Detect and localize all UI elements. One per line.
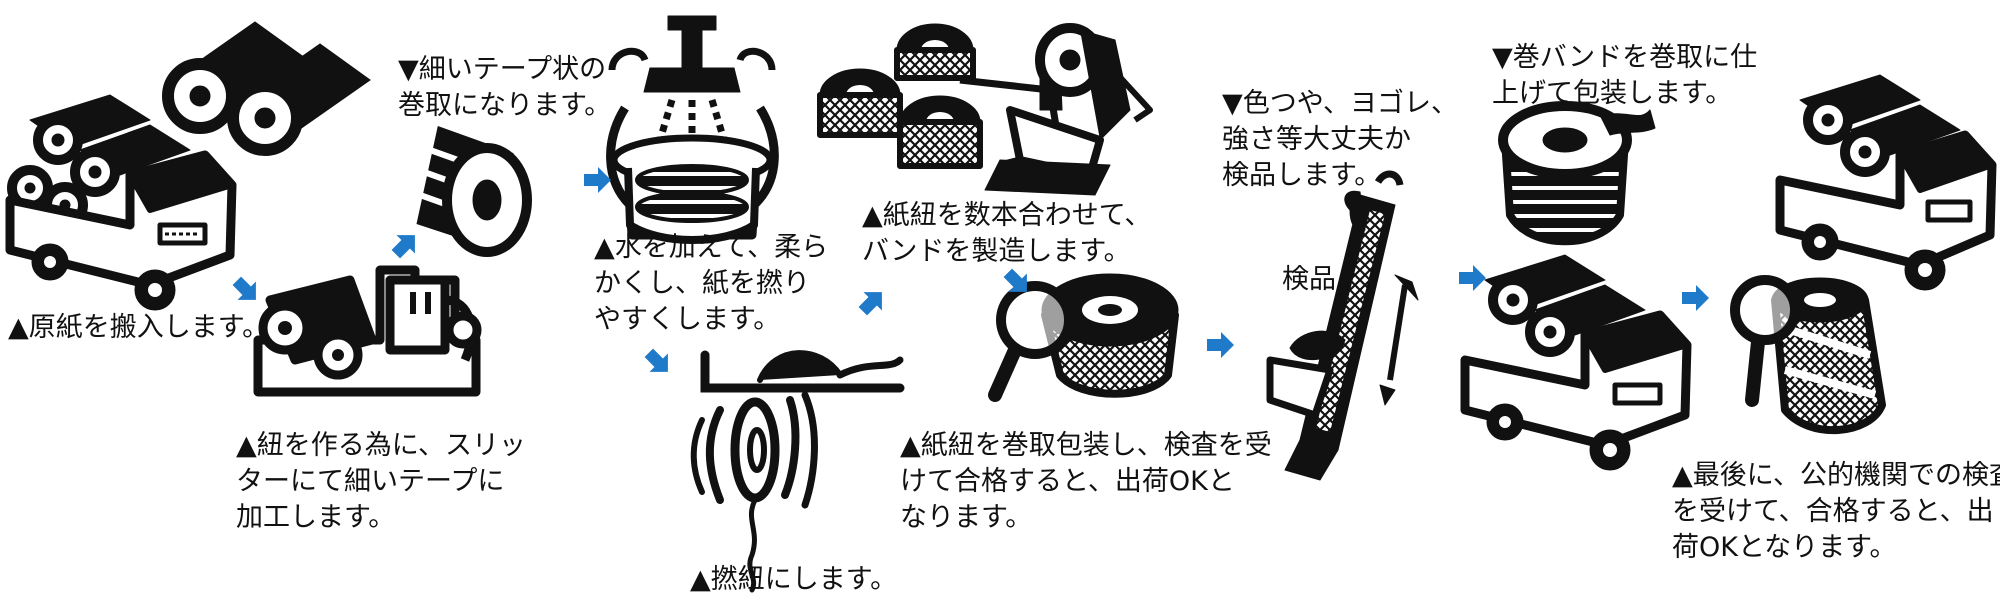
twisting-icon — [690, 350, 905, 593]
caption-band-make: ▲紙紐を数本合わせて、 バンドを製造します。 — [862, 200, 1152, 267]
caption-inspect: ▼色つや、ヨゴレ、 強さ等大丈夫か 検品します。 — [1222, 88, 1458, 191]
flow-arrow-icon — [1459, 265, 1486, 291]
flow-arrow-icon — [232, 276, 256, 300]
flow-arrow-icon — [584, 167, 611, 193]
water-tank-icon — [606, 15, 779, 244]
magnifier-icon — [1730, 275, 1800, 407]
truck-icon — [1460, 254, 1692, 471]
caption-slitter: ▲紐を作る為に、スリッ ターにて細いテープに 加工します。 — [236, 430, 526, 533]
flow-arrow-icon — [1207, 332, 1234, 358]
caption-band-finish: ▼巻バンドを巻取に仕 上げて包装します。 — [1492, 42, 1758, 109]
caption-wind-pack: ▲紙紐を巻取包装し、検査を受 けて合格すると、出荷OKと なります。 — [900, 430, 1272, 533]
flow-arrow-icon — [644, 348, 668, 372]
caption-water: ▲水を加えて、柔ら かくし、紙を撚り やすくします。 — [594, 232, 829, 335]
flow-arrow-icon — [1003, 268, 1027, 292]
wrapped-band-roll-icon — [1498, 101, 1656, 246]
flow-arrow-icon — [391, 235, 415, 259]
tape-roll-icon — [416, 126, 532, 257]
paper-roll-icon — [162, 21, 371, 156]
caption-raw-paper: ▲原紙を搬入します。 — [8, 312, 270, 343]
flow-arrow-icon — [858, 292, 882, 316]
label-inspection: 検品 — [1282, 264, 1336, 295]
wrapped-band-roll-icon — [1771, 277, 1886, 434]
flow-arrows — [232, 167, 1709, 372]
magnifier-icon — [988, 281, 1074, 402]
caption-final: ▲最後に、公的機関での検査 を受けて、合格すると、出 荷OKとなります。 — [1672, 460, 2000, 563]
truck-icon — [1775, 74, 1997, 291]
caption-twist: ▲撚紐にします。 — [690, 564, 898, 595]
caption-thin-tape: ▼細いテープ状の 巻取になります。 — [398, 54, 612, 121]
inspected-roll-icon — [1041, 273, 1179, 398]
truck-icon — [5, 94, 237, 311]
band-machine-icon — [817, 23, 1153, 196]
slitter-machine-icon — [253, 265, 482, 397]
flow-arrow-icon — [1682, 285, 1709, 311]
inspection-hand-icon — [1266, 170, 1419, 481]
